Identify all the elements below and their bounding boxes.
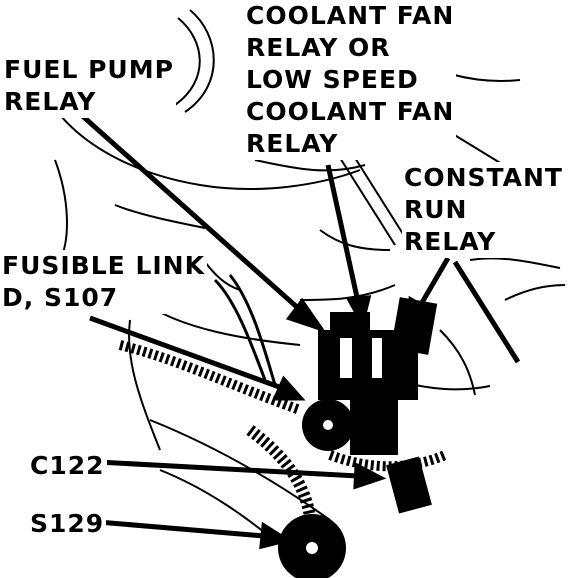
label-fusible-link: FUSIBLE LINK D, S107 — [0, 250, 207, 314]
label-fuel-pump-relay: FUEL PUMP RELAY — [2, 54, 176, 118]
connectors — [278, 399, 354, 578]
label-constant-run-relay: CONSTANT RUN RELAY — [402, 162, 565, 258]
label-c122: C122 — [28, 450, 107, 482]
label-coolant-fan-relay: COOLANT FAN RELAY OR LOW SPEED COOLANT F… — [244, 0, 457, 160]
label-s129: S129 — [28, 508, 107, 540]
leader-arrows — [76, 110, 521, 550]
relay-block — [318, 297, 438, 514]
